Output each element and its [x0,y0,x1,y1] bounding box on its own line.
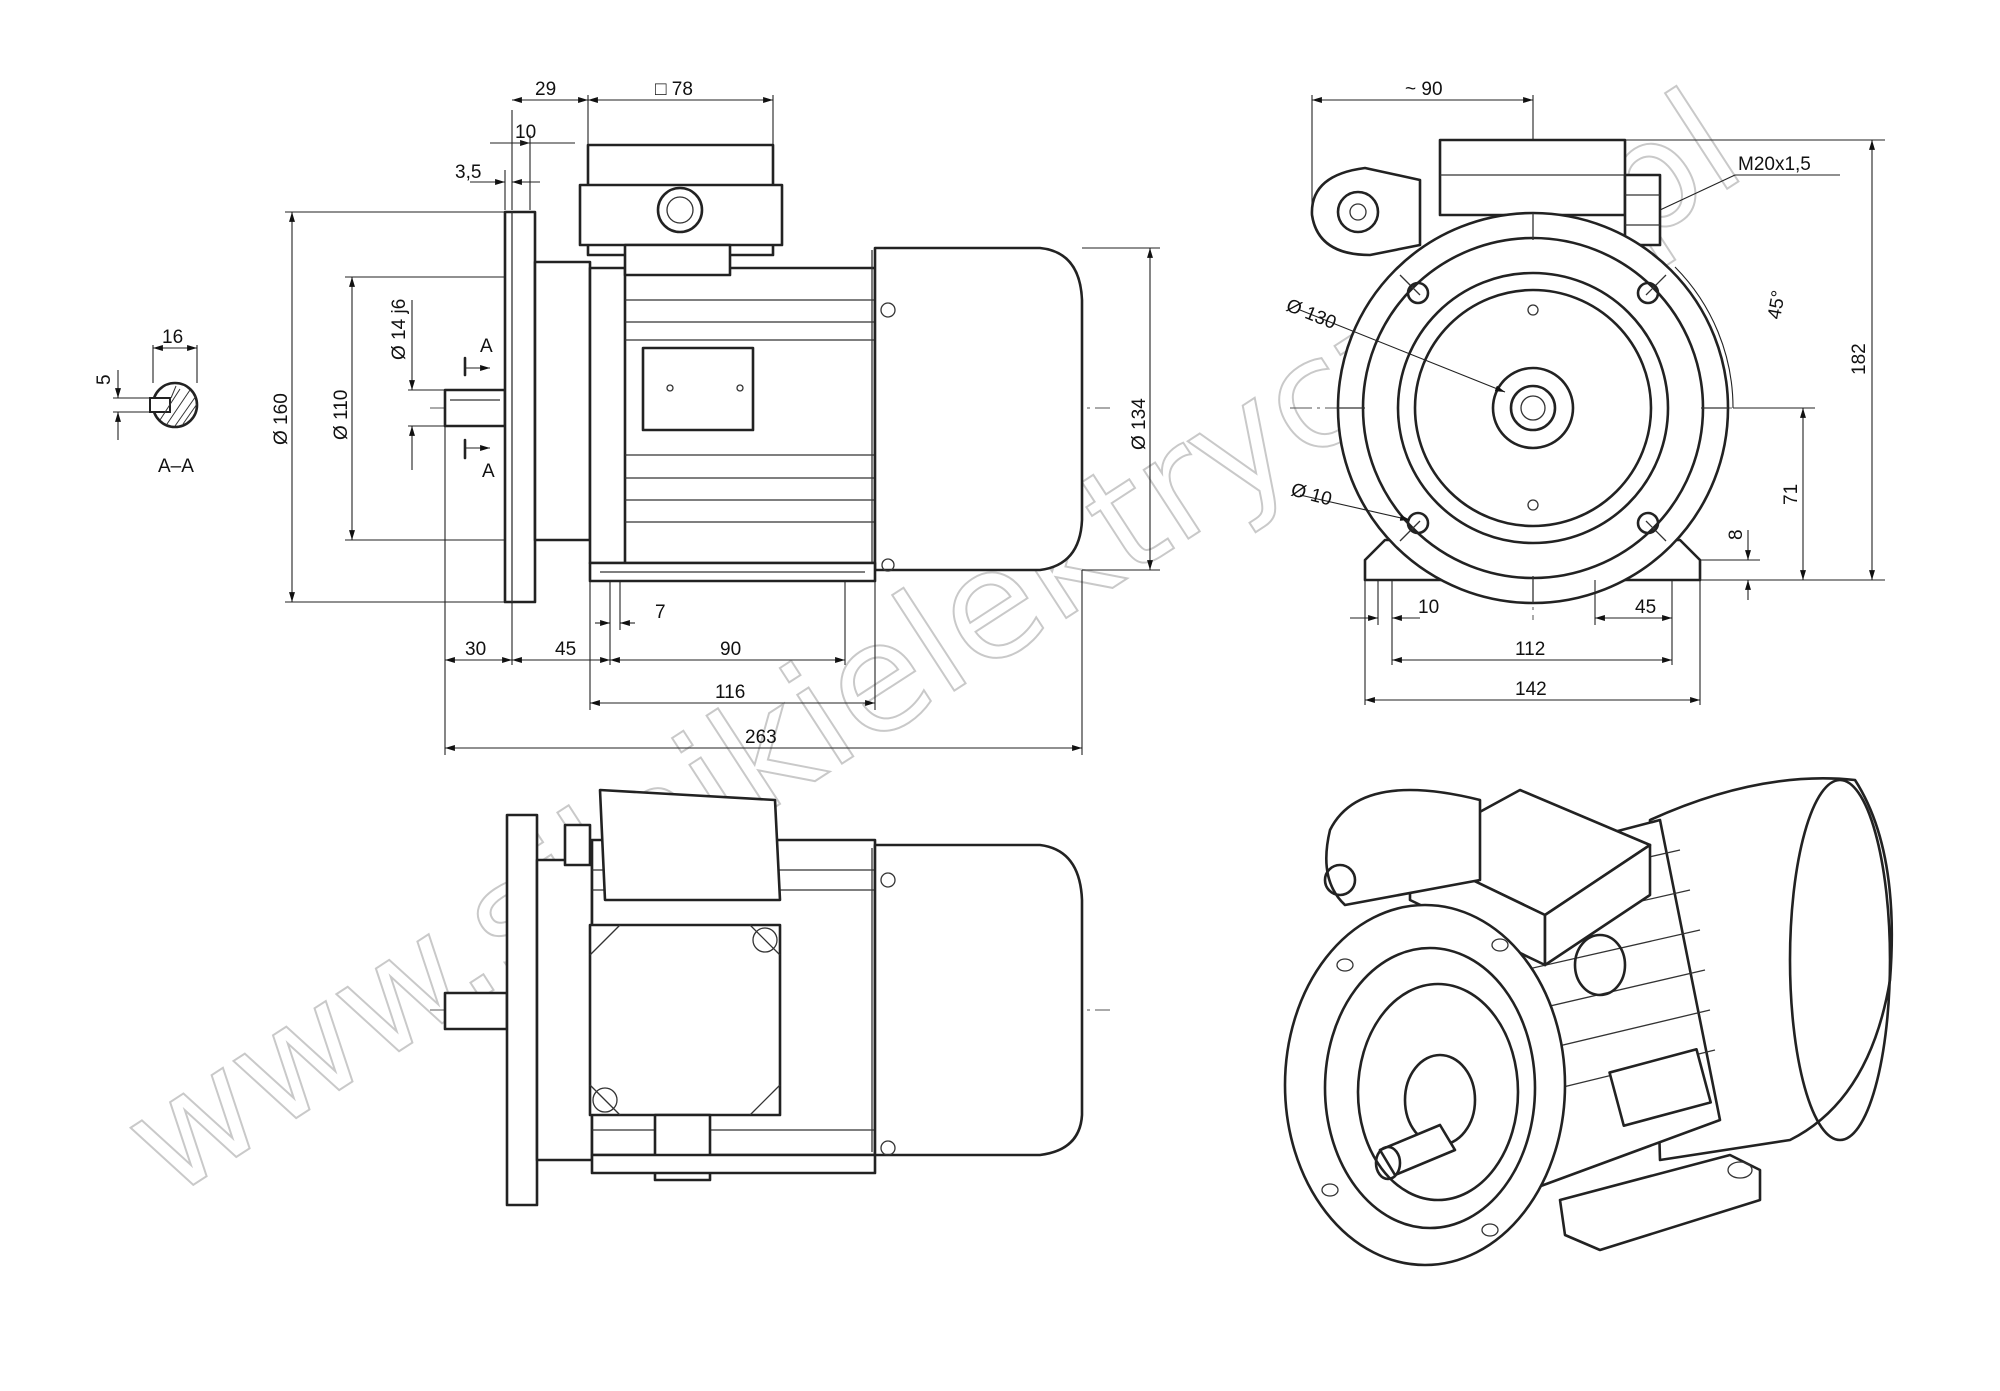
dim-3-5: 3,5 [455,162,481,183]
dim-d110: Ø 110 [331,390,352,440]
dim-45-end: 45 [1635,597,1656,618]
dim-182: 182 [1849,343,1870,375]
dim-30: 30 [465,639,486,660]
isometric-view [1283,777,1894,1267]
dim-90: 90 [720,639,741,660]
section-marker-bottom: A [482,461,495,482]
shaft-key-dim: 5 [94,374,115,385]
dim-45-degree: 45° [1764,289,1790,321]
dim-10-end: 10 [1418,597,1439,618]
dim-142: 142 [1515,679,1547,700]
dim-263: 263 [745,727,777,748]
dim-d160: Ø 160 [271,393,292,445]
end-view: ~ 90 M20x1,5 Ø 130 45° 182 Ø 10 71 8 10 … [1283,79,1885,705]
dim-approx-90: ~ 90 [1405,79,1443,100]
dim-m20x1-5: M20x1,5 [1738,154,1811,175]
dim-45: 45 [555,639,576,660]
dim-d134: Ø 134 [1129,398,1150,450]
dim-112: 112 [1515,639,1545,660]
dim-8: 8 [1726,529,1747,540]
side-view: A A 29 □ 78 10 3,5 Ø 160 Ø 110 Ø 14 j6 [271,79,1160,755]
section-marker-top: A [480,336,493,357]
dim-7: 7 [655,602,666,623]
top-view [430,788,1110,1207]
dim-10-top: 10 [515,122,536,143]
shaft-section-view: 16 5 A–A [94,327,199,477]
dim-78: □ 78 [655,79,693,100]
dim-71: 71 [1781,484,1802,505]
dim-116: 116 [715,682,745,703]
section-label: A–A [158,456,194,477]
dim-d14j6: Ø 14 j6 [389,299,410,360]
dim-29: 29 [535,79,556,100]
shaft-width-dim: 16 [162,327,183,348]
